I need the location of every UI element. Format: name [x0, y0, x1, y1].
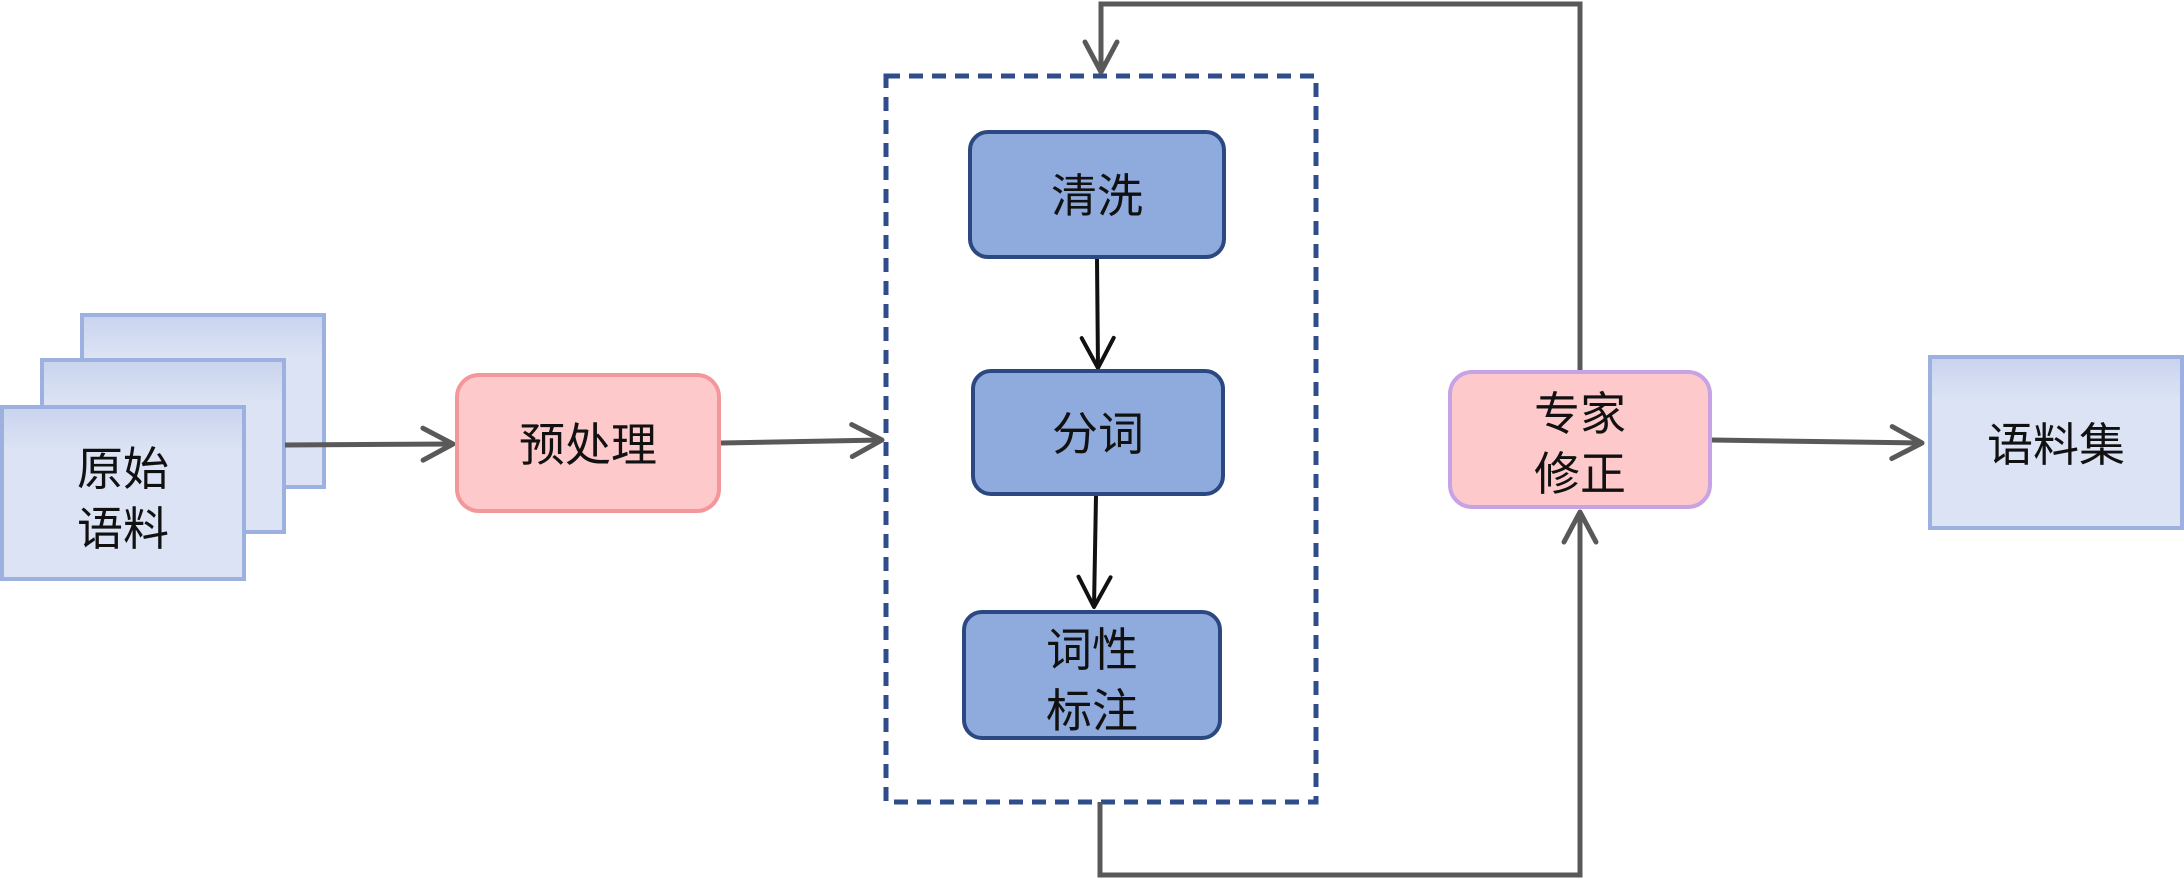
- corpus-set-box-shape: [1928, 355, 2184, 530]
- raw-corpus-stack: 原始 语料: [0, 313, 326, 581]
- arrow-expert-review-to-corpus-set: [1711, 424, 1925, 462]
- segmentation-box: 分词: [971, 369, 1225, 496]
- segmentation-label: 分词: [1052, 407, 1144, 461]
- expert-review-label-line1: 专家: [1534, 387, 1626, 441]
- raw-corpus-label-line2: 语料: [77, 502, 169, 556]
- cleaning-label: 清洗: [1051, 169, 1143, 223]
- arrow-cleaning-to-segmentation: [1079, 258, 1116, 370]
- expert-review-label-line2: 修正: [1534, 447, 1626, 501]
- cleaning-box-shape: [968, 130, 1226, 259]
- arrow-pipeline-to-expert-review: [1097, 509, 1599, 878]
- pos-tagging-box-shape: [962, 610, 1222, 740]
- arrow-preprocess-to-pipeline: [720, 422, 885, 460]
- preprocess-label: 预处理: [519, 418, 657, 472]
- segmentation-box-shape: [971, 369, 1225, 496]
- arrow-segmentation-to-pos-tagging: [1076, 495, 1113, 609]
- arrow-raw-to-preprocess: [284, 425, 456, 463]
- pos-tagging-box: 词性 标注: [962, 610, 1222, 740]
- raw-corpus-sheet-front: [0, 405, 246, 581]
- raw-corpus-label-line1: 原始: [77, 442, 169, 496]
- pos-tagging-label-line1: 词性: [1046, 623, 1138, 677]
- expert-review-box-shape: [1448, 370, 1712, 509]
- preprocess-box-shape: [455, 373, 721, 513]
- cleaning-box: 清洗: [968, 130, 1226, 259]
- preprocess-box: 预处理: [455, 373, 721, 513]
- pos-tagging-label-line2: 标注: [1046, 684, 1138, 738]
- corpus-set-box: 语料集: [1928, 355, 2184, 530]
- arrow-expert-review-to-pipeline: [1082, 1, 1583, 372]
- expert-review-box: 专家 修正: [1448, 370, 1712, 509]
- corpus-set-label: 语料集: [1987, 418, 2125, 472]
